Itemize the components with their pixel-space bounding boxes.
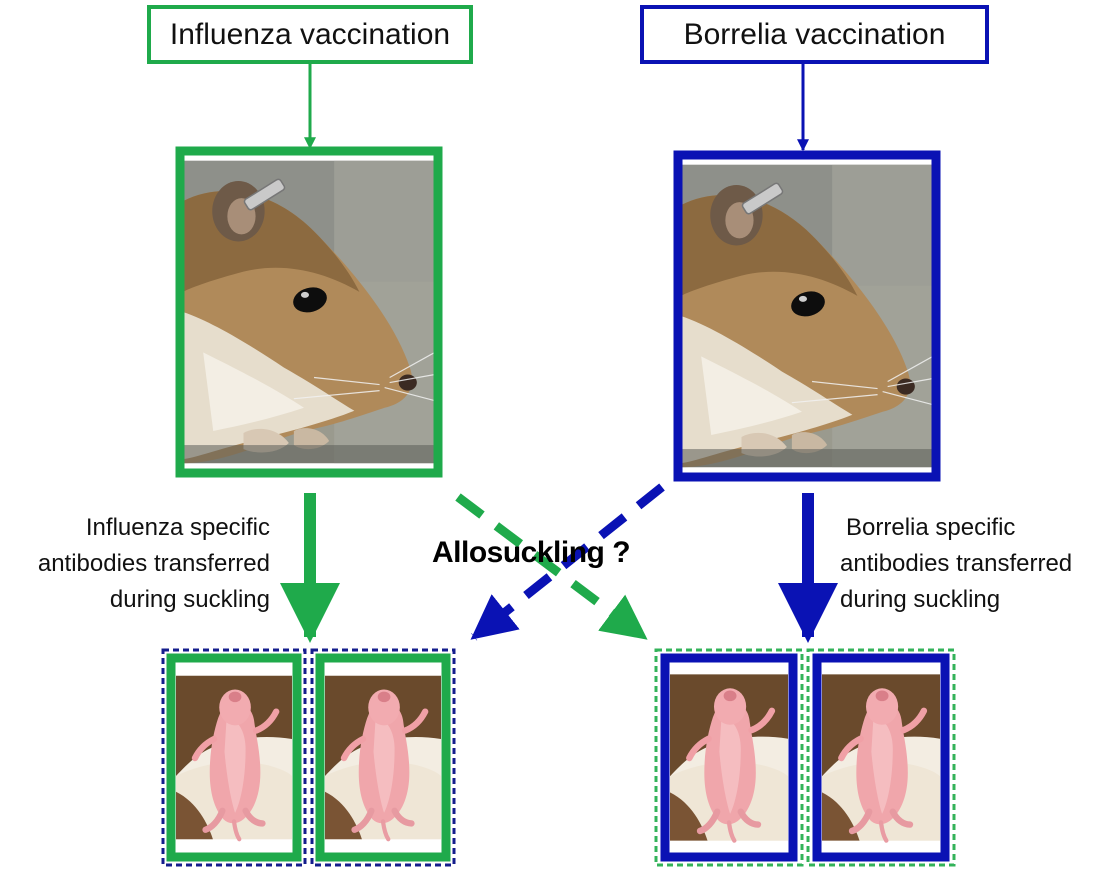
influenza-pup-2	[312, 650, 454, 865]
influenza-vaccination-text: Influenza vaccination	[170, 18, 450, 52]
borrelia-vaccination-label: Borrelia vaccination	[640, 5, 989, 64]
borrelia-mother-photo	[678, 155, 936, 477]
borrelia-antibody-caption: Borrelia specific antibodies transferred…	[840, 510, 1105, 618]
allosuckling-label: Allosuckling ?	[432, 536, 630, 570]
influenza-caption-line-2: antibodies transferred	[0, 546, 270, 582]
borrelia-caption-line-2: antibodies transferred	[840, 546, 1105, 582]
borrelia-caption-line-3: during suckling	[840, 582, 1105, 618]
borrelia-caption-line-1: Borrelia specific	[840, 510, 1105, 546]
influenza-vaccination-label: Influenza vaccination	[147, 5, 473, 64]
influenza-caption-line-3: during suckling	[0, 582, 270, 618]
borrelia-pup-2	[808, 650, 954, 865]
borrelia-vaccination-text: Borrelia vaccination	[684, 18, 946, 52]
influenza-caption-line-1: Influenza specific	[0, 510, 270, 546]
influenza-antibody-caption: Influenza specific antibodies transferre…	[0, 510, 270, 618]
influenza-mother-photo	[180, 151, 438, 473]
borrelia-pup-1	[656, 650, 802, 865]
influenza-pup-1	[163, 650, 305, 865]
